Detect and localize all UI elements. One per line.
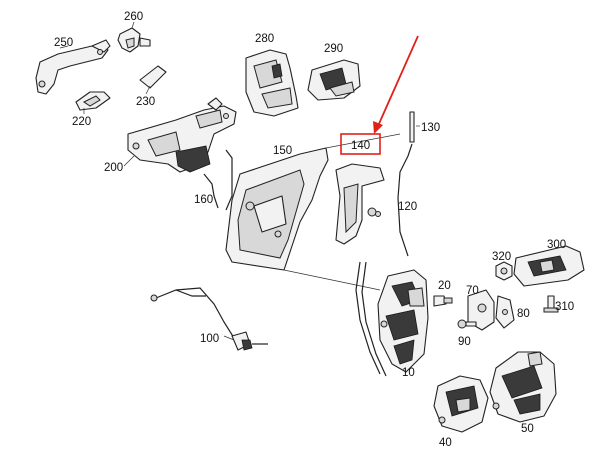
part-10-door-lock [377,269,429,373]
part-70-striker-plate [467,289,495,331]
part-320-nut [495,261,513,281]
part-220-insert [75,91,111,114]
callout-160: 160 [194,194,213,206]
part-260-handle-cap [117,21,151,53]
callout-250: 250 [54,37,73,49]
callout-130: 130 [421,122,440,134]
callout-50: 50 [521,423,534,435]
callout-labels: 250 260 230 220 280 290 200 150 140 130 … [54,11,574,449]
callout-70: 70 [466,285,479,297]
highlight-arrow-shaft [377,35,419,127]
callout-40: 40 [439,437,452,449]
part-20-screw [433,295,453,307]
part-300-striker [513,245,585,287]
callout-80: 80 [517,308,530,320]
part-290-bracket [307,59,361,101]
callout-220: 220 [72,116,91,128]
part-40-motor-unit [433,375,489,433]
part-250-outer-handle [35,39,111,95]
highlight-140 [340,35,419,155]
callout-120: 120 [398,201,417,213]
part-lock-cable [355,261,387,377]
callout-280: 280 [255,33,274,45]
part-80-bracket [495,295,515,329]
callout-20: 20 [438,280,451,292]
part-310-bolt [543,295,559,313]
callout-290: 290 [324,43,343,55]
callout-90: 90 [458,336,471,348]
part-130-lock-rod [409,111,420,143]
part-280-module [245,49,299,117]
callout-310: 310 [555,301,574,313]
part-150-door-shell [225,133,401,291]
callout-100: 100 [200,333,219,345]
part-160-rod [203,149,233,211]
part-140-window-guide [335,163,385,245]
callout-140: 140 [351,140,370,152]
callout-150: 150 [273,145,292,157]
part-100-bowden-cable [150,287,268,351]
callout-300: 300 [547,239,566,251]
callout-320: 320 [492,251,511,263]
highlight-arrow-head [373,121,383,134]
callout-260: 260 [124,11,143,23]
part-90-bolt [457,319,477,329]
part-50-actuator [489,351,557,423]
callout-10: 10 [402,367,415,379]
part-230-cover [139,65,167,95]
part-200-handle-carrier [123,97,237,173]
callout-230: 230 [136,96,155,108]
part-120-linkage-rod [397,143,413,257]
highlight-box [340,133,381,155]
callout-200: 200 [104,162,123,174]
